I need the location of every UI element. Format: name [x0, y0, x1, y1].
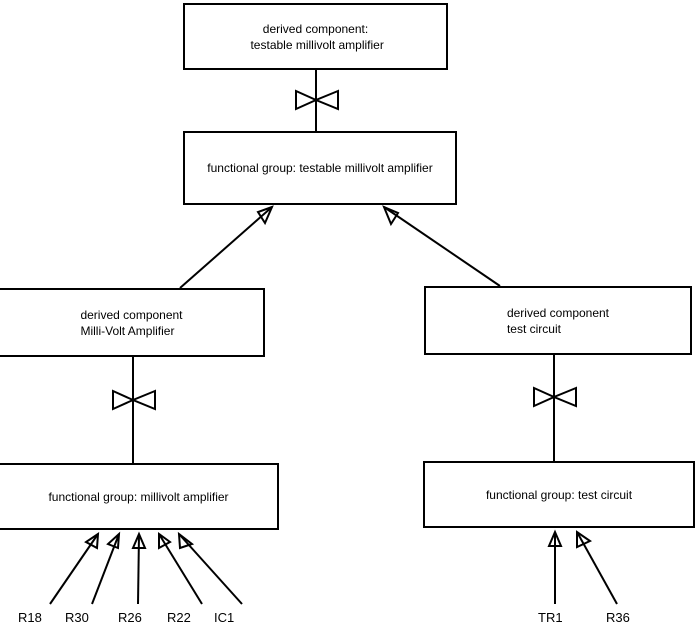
aggregation-arrow-left — [179, 205, 274, 289]
bowtie-right-triangle-right — [551, 386, 577, 408]
leaf-arrow-r22 — [158, 532, 203, 605]
arrowhead-open-left — [256, 205, 274, 226]
realization-connector-top — [295, 70, 339, 131]
node-fg-mv-amp-label: functional group: millivolt amplifier — [48, 489, 228, 505]
bowtie-left-triangle-left — [112, 389, 136, 411]
bowtie-right-triangle-top — [313, 89, 339, 111]
node-line-1: derived component: — [262, 21, 369, 36]
node-line-1: functional group: test circuit — [485, 487, 633, 502]
node-line-1: functional group: millivolt amplifier — [48, 489, 229, 504]
node-line-2: testable millivolt amplifier — [247, 37, 384, 52]
node-fg-testable-mv-amp-label: functional group: testable millivolt amp… — [207, 160, 432, 176]
realization-connector-left — [112, 357, 156, 463]
leaf-arrow-r26 — [131, 531, 147, 605]
arrowhead-open-r26 — [131, 531, 147, 549]
node-fg-mv-amp[interactable]: functional group: millivolt amplifier — [0, 463, 279, 530]
leaf-label-r30: R30 — [65, 610, 89, 625]
arrowhead-open-r30 — [106, 531, 121, 550]
node-derived-testable-mv-amp[interactable]: derived component: testable millivolt am… — [183, 3, 448, 70]
leaf-arrow-tr1 — [547, 529, 563, 604]
node-derived-testable-mv-amp-label: derived component: testable millivolt am… — [247, 21, 384, 53]
leaf-label-r18: R18 — [18, 610, 42, 625]
leaf-arrow-r30 — [91, 531, 121, 605]
leaf-arrow-r18 — [49, 532, 100, 605]
arrowhead-open-r18 — [84, 532, 100, 550]
leaf-label-ic1: IC1 — [214, 610, 235, 625]
bowtie-left-triangle-top — [295, 89, 319, 111]
leaf-label-r36: R36 — [606, 610, 630, 625]
bowtie-right-triangle-left — [130, 389, 156, 411]
leaf-label-r22: R22 — [167, 610, 191, 625]
node-line-1: derived component — [80, 307, 183, 322]
node-line-2: test circuit — [506, 321, 561, 336]
arrowhead-open-ic1 — [177, 531, 195, 550]
arrowhead-open-right — [382, 205, 400, 227]
arrowhead-open-r36 — [576, 530, 593, 549]
node-fg-test-circuit-label: functional group: test circuit — [486, 487, 632, 503]
node-fg-test-circuit[interactable]: functional group: test circuit — [423, 461, 695, 528]
node-line-1: functional group: testable millivolt amp… — [207, 161, 433, 175]
node-line-1: derived component — [506, 305, 610, 320]
node-line-2: Milli-Volt Amplifier — [80, 323, 175, 338]
node-fg-testable-mv-amp[interactable]: functional group: testable millivolt amp… — [183, 131, 457, 205]
bowtie-left-triangle-right — [533, 386, 557, 408]
leaf-arrow-r36 — [576, 530, 618, 605]
leaf-label-r26: R26 — [118, 610, 142, 625]
leaf-arrow-ic1 — [177, 531, 243, 605]
aggregation-arrow-right — [382, 205, 501, 287]
arrowhead-open-r22 — [158, 532, 172, 550]
realization-connector-right — [533, 355, 577, 461]
leaf-label-tr1: TR1 — [538, 610, 563, 625]
arrowhead-open-tr1 — [547, 529, 563, 547]
